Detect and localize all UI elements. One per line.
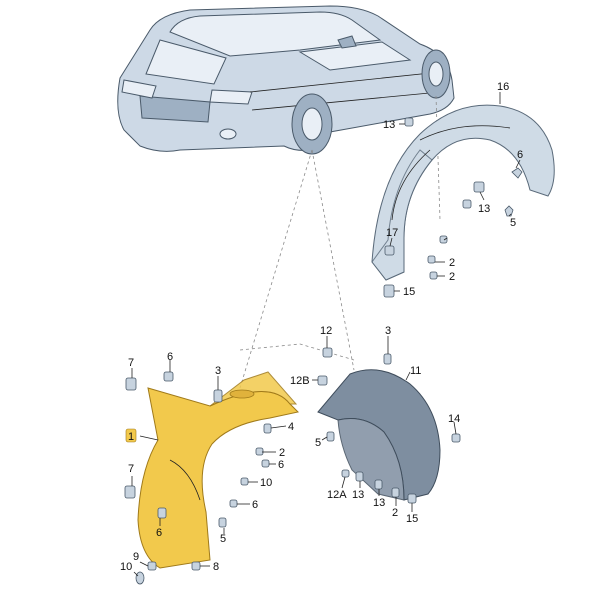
callout-labels: 16 13 6 13 5 17 2 2 15 12 3 7 6 3 11 12B…: [120, 81, 523, 573]
callout-15: 15: [403, 286, 415, 298]
callout-14: 14: [448, 413, 460, 425]
callout-13: 13: [352, 489, 364, 501]
callout-13: 13: [373, 497, 385, 509]
callout-2: 2: [449, 257, 455, 269]
callout-13: 13: [478, 203, 490, 215]
callout-5: 5: [510, 217, 516, 229]
callout-15: 15: [406, 513, 418, 525]
callout-6: 6: [156, 527, 162, 539]
callout-9: 9: [133, 551, 139, 563]
callout-2: 2: [279, 447, 285, 459]
callout-16: 16: [497, 81, 509, 93]
callout-3: 3: [215, 365, 221, 377]
callout-8: 8: [213, 561, 219, 573]
callout-12B: 12B: [290, 375, 310, 387]
wheel-housing-liner-11: [317, 369, 441, 501]
rear-wheel-housing-liner: [371, 104, 555, 281]
callout-5: 5: [220, 533, 226, 545]
callout-10: 10: [260, 477, 272, 489]
callout-7: 7: [128, 463, 134, 475]
callout-11: 11: [410, 365, 421, 377]
callout-1: 1: [128, 431, 134, 443]
car-illustration: [117, 5, 455, 155]
leader-lines: [131, 92, 521, 577]
wheel-housing-liner-1: [137, 371, 300, 569]
callout-12: 12: [320, 325, 332, 337]
callout-10: 10: [120, 561, 132, 573]
callout-6: 6: [167, 351, 173, 363]
relation-lines: [239, 95, 441, 389]
callout-13: 13: [383, 119, 395, 131]
callout-17: 17: [386, 227, 398, 239]
callout-2: 2: [392, 507, 398, 519]
callout-2: 2: [449, 271, 455, 283]
callout-5: 5: [315, 437, 321, 449]
callout-7: 7: [128, 357, 134, 369]
callout-4: 4: [288, 421, 294, 433]
callout-6: 6: [278, 459, 284, 471]
callout-12A: 12A: [327, 489, 347, 501]
callout-6: 6: [517, 149, 523, 161]
callout-6: 6: [252, 499, 258, 511]
callout-3: 3: [385, 325, 391, 337]
highlight-marker: [125, 428, 137, 443]
fasteners: [124, 117, 523, 585]
